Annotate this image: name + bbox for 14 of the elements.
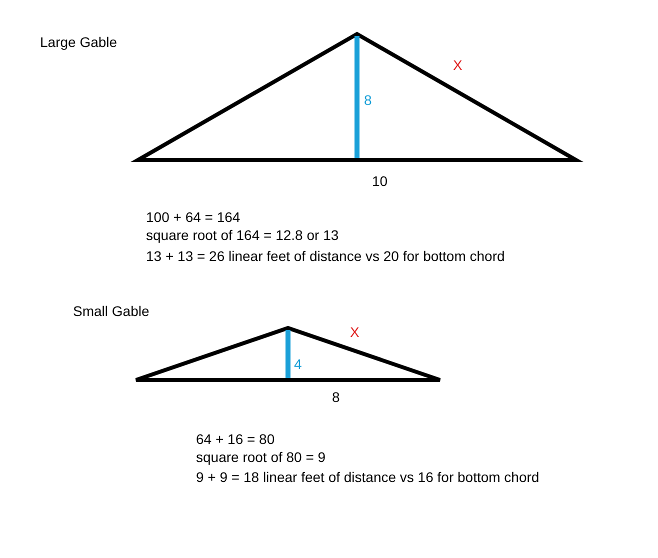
height-label: 4 (294, 356, 302, 373)
calculation-line: 9 + 9 = 18 linear feet of distance vs 16 for bottom chord (196, 469, 540, 486)
calculation-line: 13 + 13 = 26 linear feet of distance vs 20 for bottom chord (146, 248, 505, 265)
base-label: 8 (332, 389, 340, 406)
calculation-line: square root of 164 = 12.8 or 13 (146, 227, 339, 244)
calculation-line: 64 + 16 = 80 (196, 431, 275, 448)
rafter-label: X (453, 57, 462, 74)
base-label: 10 (372, 173, 388, 190)
gable-title: Large Gable (40, 34, 118, 51)
height-label: 8 (364, 92, 372, 109)
rafter-label: X (350, 324, 360, 341)
calculation-line: 100 + 64 = 164 (146, 209, 240, 226)
calculation-line: square root of 80 = 9 (196, 449, 326, 466)
gable-title: Small Gable (73, 303, 150, 320)
